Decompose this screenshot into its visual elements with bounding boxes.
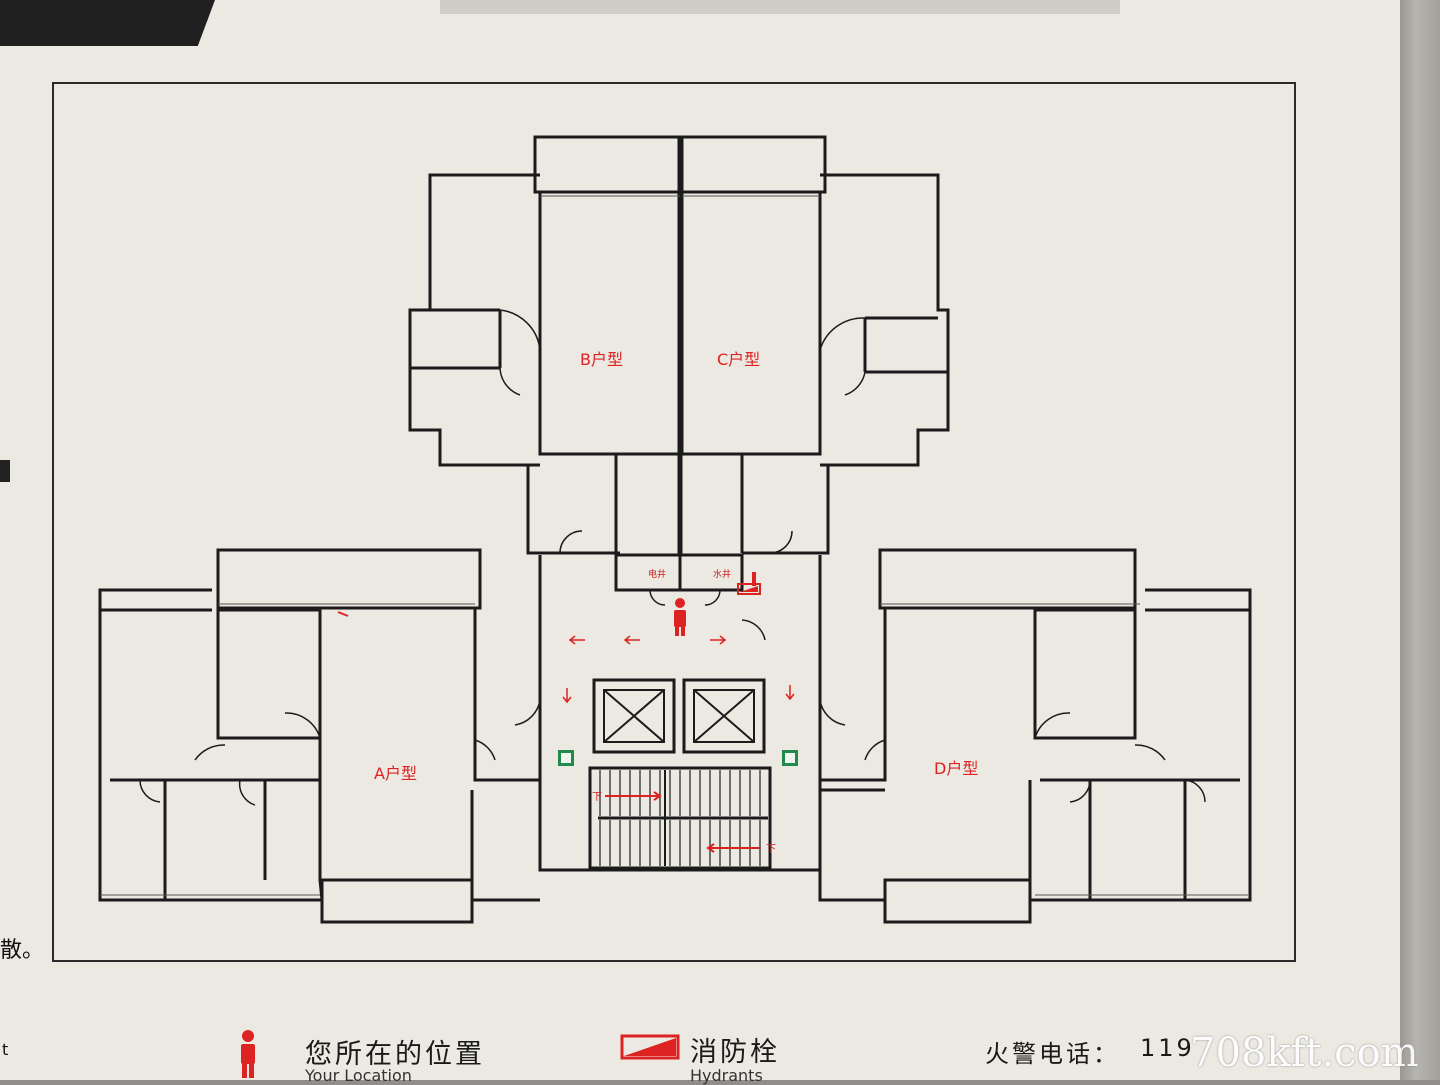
board-header-dark-corner [0,0,215,46]
exit-sign-icon [558,750,574,766]
elevator-icon [693,689,755,743]
fire-phone-label: 火警电话： [985,1040,1120,1068]
floor-plan-frame [52,82,1296,962]
unit-d-label: D户型 [934,759,979,778]
stair-treads [599,770,761,866]
window-lines [100,195,1248,896]
person-icon [674,598,686,636]
electric-shaft-label: 电井 [648,570,667,580]
stair-down-label-left: 下 [592,792,602,803]
marker-icon [337,611,349,617]
left-note-small: t [2,1040,9,1059]
unit-c-walls [680,135,950,467]
elevator-icon [603,689,665,743]
left-note-fragment: 散。 [0,938,45,963]
board-title-strip [440,0,1120,14]
hydrant-icon [737,572,761,595]
person-icon [241,1030,255,1078]
left-edge-mark [0,460,10,482]
legend-location-label: 您所在的位置 [305,1039,485,1070]
unit-c-label: C户型 [717,350,761,369]
unit-a-walls [98,548,540,924]
legend-hydrant-label: 消防栓 [690,1037,780,1068]
legend-hydrant-en: Hydrants [690,1066,763,1085]
unit-b-walls [408,135,682,467]
fire-phone-number: 119 [1140,1034,1195,1062]
upper-core-walls [526,455,830,592]
exit-sign-icon [782,750,798,766]
legend-location-en: Your Location [305,1066,412,1085]
watermark: 708kft.com [1190,1030,1419,1076]
unit-b-label: B户型 [580,350,623,369]
evacuation-arrows [562,635,795,853]
floor-plan [98,135,1252,924]
door-swings [139,309,1206,806]
central-core-walls [538,555,822,872]
background-wall [1400,0,1440,1080]
hydrant-icon [620,1034,680,1060]
stair-down-label-right: 下 [766,844,776,855]
evacuation-board: B户型 C户型 A户型 D户型 电井 水井 下 下 散。 t 您所在的位置 Yo… [0,0,1400,1085]
unit-a-label: A户型 [374,764,417,783]
water-shaft-label: 水井 [713,570,732,580]
unit-d-walls [818,548,1252,924]
